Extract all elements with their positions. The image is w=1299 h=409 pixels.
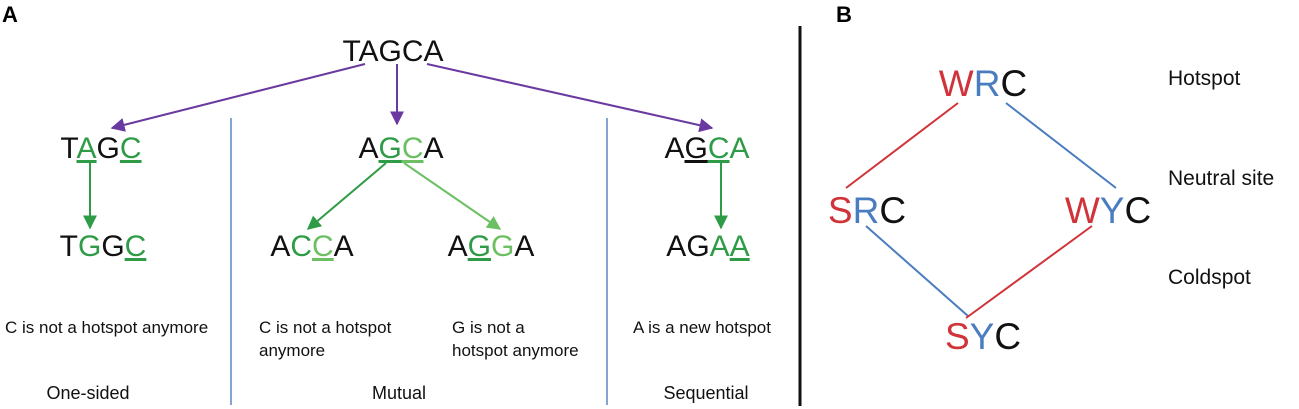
- sequence-agca-mutual-letter: A: [358, 132, 378, 165]
- motif-syc-letter: Y: [970, 316, 995, 357]
- arrow-agca-to-acca: [306, 162, 387, 230]
- motif-src-letter: S: [828, 190, 853, 231]
- motif-wyc: WYC: [1065, 190, 1151, 231]
- sequence-agca-mutual-letter: C: [402, 132, 424, 165]
- sequence-tggc: TGGC: [60, 230, 147, 263]
- sequence-tggc-letter: G: [101, 230, 124, 263]
- panel-a-label: A: [2, 2, 18, 27]
- sequence-acca-letter: C: [312, 230, 334, 263]
- motif-src-letter: C: [879, 190, 906, 231]
- sequence-agga-letter: G: [491, 230, 514, 263]
- sequence-agga: AGGA: [448, 230, 535, 263]
- root-sequence: TAGCA: [342, 35, 443, 68]
- sequence-agga-letter: G: [468, 230, 491, 263]
- sequence-acca-letter: A: [334, 230, 354, 263]
- sequence-agaa-letter: A: [730, 230, 750, 263]
- motif-wyc-letter: C: [1124, 190, 1151, 231]
- sequence-acca-letter: A: [270, 230, 290, 263]
- legend-hotspot: Hotspot: [1168, 67, 1241, 90]
- panel-b-label: B: [836, 2, 852, 27]
- sequence-agca-mutual-letter: A: [424, 132, 444, 165]
- caption-mutual-right-line2: hotspot anymore: [452, 341, 579, 360]
- category-one-sided: One-sided: [46, 383, 129, 403]
- sequence-agga-letter: A: [514, 230, 534, 263]
- sequence-tagc-letter: G: [97, 132, 120, 165]
- category-sequential: Sequential: [663, 383, 748, 403]
- sequence-tggc-letter: T: [60, 230, 78, 263]
- sequence-agaa-letter: G: [686, 230, 709, 263]
- motif-wrc-letter: R: [974, 63, 1001, 104]
- sequence-tagc-letter: T: [60, 132, 78, 165]
- edge-src-syc: [865, 225, 969, 317]
- arrow-root-to-tagc: [110, 63, 366, 132]
- root-sequence-letter: TAGCA: [342, 35, 443, 68]
- caption-sequential: A is a new hotspot: [633, 318, 771, 337]
- caption-mutual-right-line1: G is not a: [452, 318, 525, 337]
- motif-wrc: WRC: [939, 63, 1027, 104]
- sequence-agaa-letter: A: [666, 230, 686, 263]
- sequence-acca-letter: C: [290, 230, 312, 263]
- motif-syc-letter: S: [945, 316, 970, 357]
- edge-wrc-src: [845, 102, 959, 189]
- category-mutual: Mutual: [372, 383, 426, 403]
- sequence-agca-sequential-letter: A: [664, 132, 684, 165]
- sequence-agaa-letter: A: [710, 230, 730, 263]
- sequence-tggc-letter: C: [125, 230, 147, 263]
- motif-wrc-letter: C: [1000, 63, 1027, 104]
- motif-syc-letter: C: [994, 316, 1021, 357]
- sequence-agca-mutual-letter: G: [378, 132, 401, 165]
- sequence-tagc: TAGC: [60, 132, 141, 165]
- sequence-tggc-letter: G: [78, 230, 101, 263]
- edge-wyc-syc: [965, 225, 1093, 319]
- motif-wrc-letter: W: [939, 63, 974, 104]
- motif-src-letter: R: [853, 190, 880, 231]
- sequence-agca-sequential: AGCA: [664, 132, 749, 165]
- sequence-agaa: AGAA: [666, 230, 749, 263]
- sequence-acca: ACCA: [270, 230, 353, 263]
- sequence-tagc-letter: C: [120, 132, 142, 165]
- arrow-agca-to-agga: [403, 162, 502, 230]
- sequence-tagc-letter: A: [77, 132, 97, 165]
- motif-src: SRC: [828, 190, 906, 231]
- legend-neutral-site: Neutral site: [1168, 167, 1274, 190]
- sequence-agca-sequential-letter: G: [684, 132, 707, 165]
- legend-coldspot: Coldspot: [1168, 266, 1251, 289]
- motif-wyc-letter: W: [1065, 190, 1100, 231]
- caption-mutual-left-line2: anymore: [259, 341, 325, 360]
- motif-wyc-letter: Y: [1100, 190, 1125, 231]
- caption-mutual-left-line1: C is not a hotspot: [259, 318, 392, 337]
- edge-wrc-wyc: [1005, 102, 1117, 189]
- sequence-agca-mutual: AGCA: [358, 132, 443, 165]
- sequence-agca-sequential-letter: A: [730, 132, 750, 165]
- sequence-agga-letter: A: [448, 230, 468, 263]
- motif-syc: SYC: [945, 316, 1021, 357]
- caption-one-sided: C is not a hotspot anymore: [5, 318, 208, 337]
- sequence-agca-sequential-letter: C: [708, 132, 730, 165]
- arrow-root-to-agca-right: [426, 63, 714, 133]
